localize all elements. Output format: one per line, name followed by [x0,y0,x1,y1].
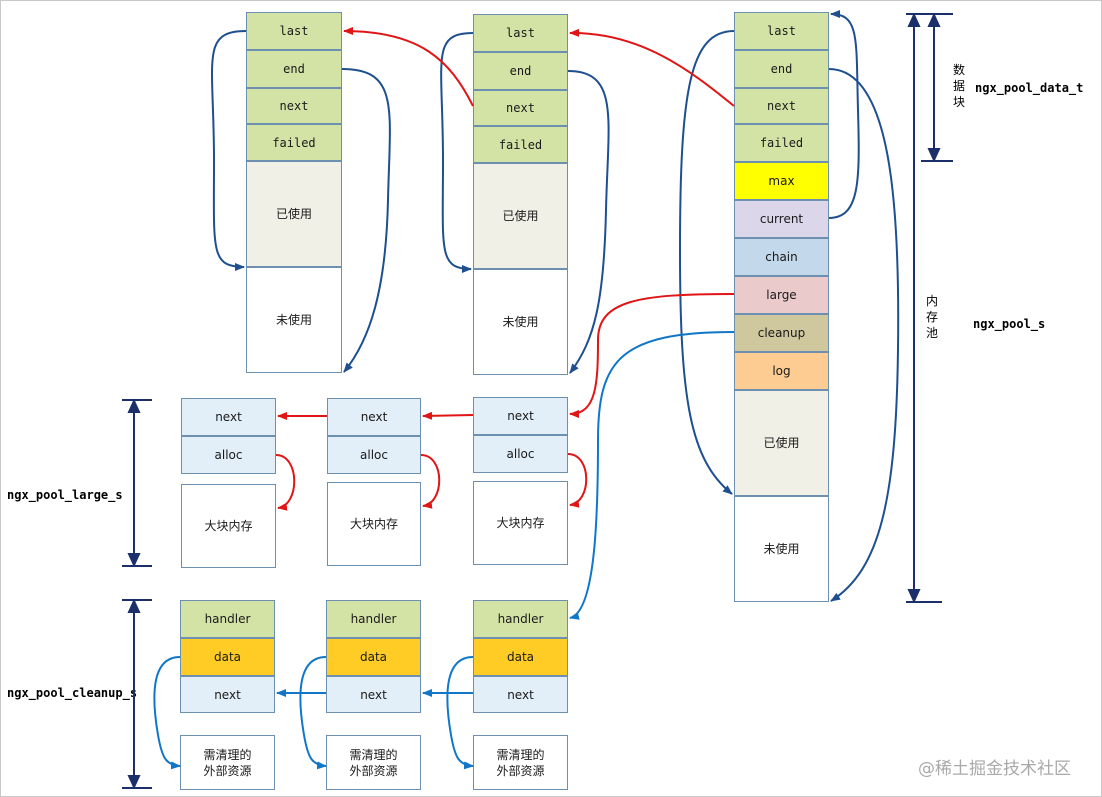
large-memory-block: 大块内存 [473,481,568,565]
char: 块 [952,95,965,109]
cleanup2-data-arrow [299,656,327,770]
dimension-large [122,398,152,568]
field-last: last [734,12,829,50]
field-next: next [246,88,342,124]
char: 据 [952,79,965,93]
field-next: next [180,676,275,713]
label-ngx-pool-s: ngx_pool_s [973,317,1046,331]
large3-alloc-arrow [567,453,588,508]
used-region: 已使用 [734,390,829,496]
char: 数 [952,63,965,77]
external-resource: 需清理的 外部资源 [180,735,275,790]
field-current: current [734,200,829,238]
field-next: next [473,397,568,435]
resource-line-2: 外部资源 [349,763,398,778]
block1-last-arrow [211,30,247,271]
char: 池 [925,326,938,340]
field-next: next [473,676,568,713]
label-ngx-pool-large-s: ngx_pool_large_s [7,488,123,502]
block2-next-arrow [343,27,474,107]
field-failed: failed [246,124,342,161]
field-last: last [473,14,568,52]
pool-large-arrow [569,293,735,418]
unused-region: 未使用 [246,267,342,373]
field-chain: chain [734,238,829,276]
field-large: large [734,276,829,314]
field-data: data [326,638,421,676]
field-alloc: alloc [473,435,568,473]
field-next: next [473,90,568,126]
label-ngx-pool-data-t: ngx_pool_data_t [975,81,1084,95]
resource-line-1: 需清理的 [496,747,545,762]
watermark: @稀土掘金技术社区 [918,759,1071,779]
field-end: end [473,52,568,90]
field-handler: handler [326,600,421,638]
field-handler: handler [180,600,275,638]
pool-cleanup-arrow [569,331,735,620]
external-resource: 需清理的 外部资源 [326,735,421,790]
pool-end-arrow [828,68,900,602]
resource-line-2: 外部资源 [496,763,545,778]
used-region: 已使用 [246,161,342,267]
field-data: data [473,638,568,676]
field-log: log [734,352,829,390]
pool-last-arrow [678,30,735,495]
field-max: max [734,162,829,200]
block2-end-arrow [567,70,610,374]
field-failed: failed [473,126,568,163]
resource-line-1: 需清理的 [349,747,398,762]
pool-current-arrow [828,10,860,219]
large-memory-block: 大块内存 [181,484,276,568]
block2-last-arrow [440,32,474,273]
dimension-cleanup [122,598,152,790]
dimension-mem-pool [906,12,942,604]
unused-region: 未使用 [473,269,568,375]
label-mem-pool-vertical: 内 存 池 [924,293,940,341]
resource-line-2: 外部资源 [203,763,252,778]
cleanup3-data-arrow [446,656,474,770]
label-data-block-vertical: 数 据 块 [951,62,967,110]
large-memory-block: 大块内存 [327,482,421,566]
block1-end-arrow [341,68,391,373]
field-failed: failed [734,124,829,162]
resource-line-1: 需清理的 [203,747,252,762]
cleanup1-data-arrow [153,656,181,770]
large3-next-arrow [422,411,474,420]
field-alloc: alloc [181,436,276,474]
field-next: next [327,398,421,436]
char: 存 [925,310,938,324]
field-last: last [246,12,342,50]
pool-next-arrow [569,28,735,107]
dimension-data-block [921,12,953,163]
field-next: next [326,676,421,713]
label-ngx-pool-cleanup-s: ngx_pool_cleanup_s [7,686,138,700]
large1-alloc-arrow [275,454,296,511]
field-next: next [181,398,276,436]
field-end: end [734,50,829,88]
field-end: end [246,50,342,88]
used-region: 已使用 [473,163,568,269]
field-next: next [734,88,829,124]
char: 内 [925,294,938,308]
large2-alloc-arrow [420,454,441,509]
field-alloc: alloc [327,436,421,474]
field-handler: handler [473,600,568,638]
field-data: data [180,638,275,676]
field-cleanup: cleanup [734,314,829,352]
unused-region: 未使用 [734,496,829,602]
